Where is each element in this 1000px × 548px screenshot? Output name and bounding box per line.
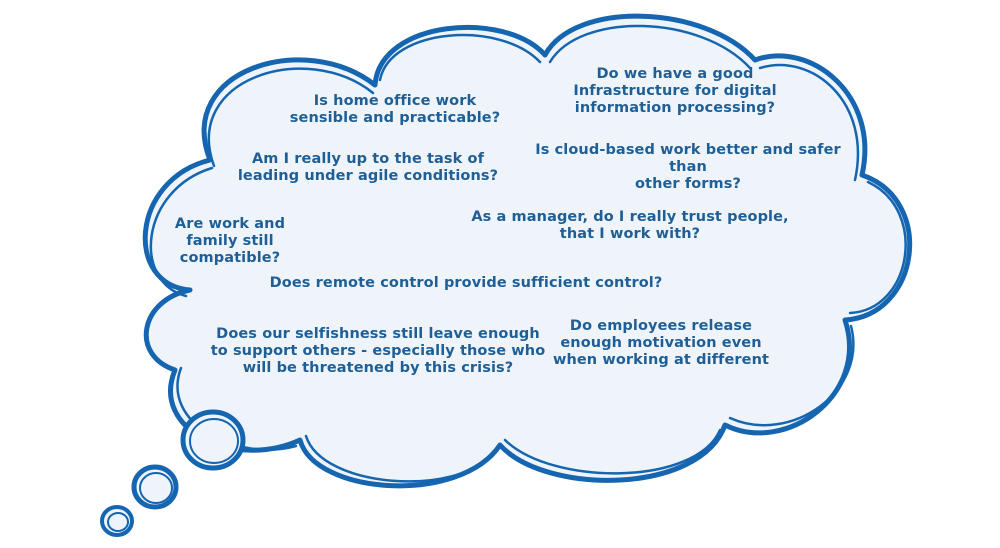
question-selfishness: Does our selfishness still leave enough …: [210, 326, 546, 376]
bubble-large: [180, 409, 246, 471]
question-work-family: Are work and family still compatible?: [174, 216, 286, 266]
bubble-medium: [131, 464, 179, 510]
question-agile-leadership: Am I really up to the task of leading un…: [237, 151, 499, 184]
question-infrastructure: Do we have a good Infrastructure for dig…: [573, 66, 777, 116]
question-trust: As a manager, do I really trust people, …: [471, 209, 789, 242]
bubble-small: [100, 505, 134, 537]
question-cloud-work: Is cloud-based work better and safer tha…: [535, 142, 841, 192]
question-remote-control: Does remote control provide sufficient c…: [269, 275, 663, 291]
question-home-office: Is home office work sensible and practic…: [289, 93, 501, 126]
question-motivation: Do employees release enough motivation e…: [552, 318, 770, 368]
